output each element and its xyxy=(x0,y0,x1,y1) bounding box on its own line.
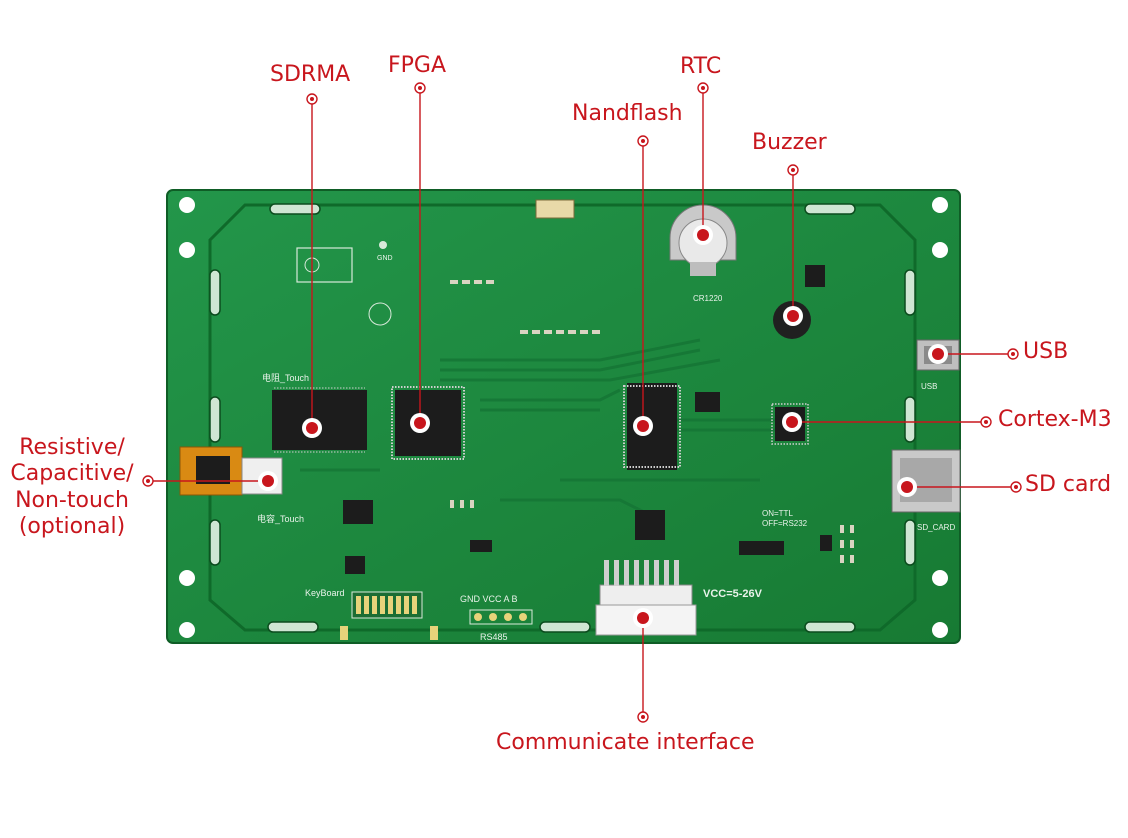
label-touch-line-3: Non-touch xyxy=(15,487,129,513)
label-buzzer: Buzzer xyxy=(752,130,827,155)
label-touch-line-1: Resistive/ xyxy=(19,435,125,460)
gnd-silk: GND xyxy=(377,255,393,262)
sd-silk: SD_CARD xyxy=(917,523,955,532)
mounting-hole xyxy=(179,570,195,586)
rs232-silk: OFF=RS232 xyxy=(762,519,808,528)
label-touch: Resistive/ Capacitive/ Non-touch (option… xyxy=(4,435,140,541)
callout-dots xyxy=(142,82,1022,723)
sdram-chip xyxy=(272,387,367,453)
label-sdrma: SDRMA xyxy=(270,62,351,87)
rs485-pins-silk: GND VCC A B xyxy=(460,594,518,604)
mounting-hole xyxy=(932,197,948,213)
touch2-silk: 电容_Touch xyxy=(257,513,304,524)
label-touch-line-2: Capacitive/ xyxy=(10,461,134,487)
callout-lines xyxy=(150,89,1016,716)
cr1220-silk: CR1220 xyxy=(693,294,723,303)
mounting-hole xyxy=(179,622,195,638)
pcb-board: GND xyxy=(166,189,961,644)
label-fpga: FPGA xyxy=(388,53,447,78)
label-sdcard: SD card xyxy=(1025,472,1112,497)
mounting-hole xyxy=(932,570,948,586)
mounting-hole xyxy=(179,197,195,213)
label-touch-line-4: (optional) xyxy=(18,514,126,540)
mounting-hole xyxy=(179,242,195,258)
label-nandflash: Nandflash xyxy=(572,101,683,126)
target-markers xyxy=(258,225,948,628)
ttl-silk: ON=TTL xyxy=(762,509,793,518)
rs485-silk: RS485 xyxy=(480,632,508,642)
rs485-header xyxy=(469,609,533,625)
label-usb: USB xyxy=(1023,339,1069,364)
label-cortex: Cortex-M3 xyxy=(998,407,1112,432)
vcc-silk: VCC=5-26V xyxy=(703,588,763,600)
label-rtc: RTC xyxy=(680,54,722,79)
touch-connector xyxy=(179,446,283,496)
touch1-silk: 电阻_Touch xyxy=(262,372,309,383)
mounting-hole xyxy=(932,622,948,638)
keyboard-connector xyxy=(340,591,438,640)
label-comm: Communicate interface xyxy=(496,730,755,755)
mounting-hole xyxy=(932,242,948,258)
keyboard-silk: KeyBoard xyxy=(305,588,345,598)
usb-silk: USB xyxy=(921,382,937,391)
